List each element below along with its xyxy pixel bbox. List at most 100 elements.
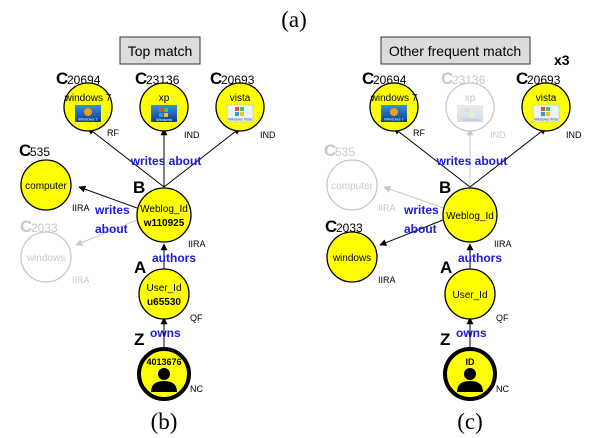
node-letter: B — [133, 178, 145, 197]
node-c23136: C 23136 xp Windows IND — [135, 69, 200, 140]
node-id: 535 — [335, 145, 355, 159]
node-tag: RF — [107, 128, 119, 138]
node-tag: IIRA — [378, 275, 396, 285]
node-b-weblog: B Weblog_Id IIRA — [439, 178, 512, 249]
edge-label-writes: writes — [94, 203, 130, 217]
panel-top-match: Top match C 20694 windows 7 Windows 7 RF… — [19, 36, 276, 434]
node-tag: IND — [260, 130, 276, 140]
node-label: xp — [159, 93, 170, 104]
node-tag: RF — [413, 128, 425, 138]
node-tag: IIRA — [188, 239, 206, 249]
edge-label-owns: owns — [456, 326, 487, 340]
node-label: vista — [536, 93, 557, 104]
edge-label-writes: writes — [403, 203, 439, 217]
edges — [75, 127, 241, 350]
thumb-caption: Windows — [156, 117, 172, 122]
node-tag: IND — [566, 130, 582, 140]
node-tag: QF — [496, 313, 509, 323]
node-z-person: Z ID NC — [440, 330, 509, 401]
node-letter: C — [56, 69, 68, 88]
panel-title: Other frequent match — [389, 43, 521, 59]
node-tag: IIRA — [72, 203, 90, 213]
edge-label-writes-about: writes about — [436, 154, 508, 168]
node-c20694: C 20694 windows 7 Windows 7 RF — [362, 69, 425, 138]
node-c23136-faded: C 23136 xp Windows IND — [441, 69, 506, 140]
node-c2033: C 2033 windows IIRA — [325, 217, 396, 285]
node-c2033-faded: C 2033 windows IIRA — [20, 217, 90, 285]
node-letter: C — [135, 69, 147, 88]
node-tag: IIRA — [494, 239, 512, 249]
node-letter: B — [439, 178, 451, 197]
edges — [379, 127, 547, 350]
node-c20693: C 20693 vista Windows Vista IND — [516, 69, 582, 140]
node-letter: A — [440, 258, 452, 277]
thumb-caption: Windows 7 — [384, 117, 404, 122]
node-label: xp — [465, 93, 476, 104]
thumb-caption: Windows — [462, 117, 478, 122]
node-line2: w110925 — [143, 218, 185, 229]
thumb-caption: Windows Vista — [228, 118, 252, 122]
edge-label-writes-about: writes about — [130, 154, 202, 168]
caption-b: (b) — [151, 409, 178, 434]
node-tag: IND — [184, 130, 200, 140]
node-b-weblog: B Weblog_Id w110925 IIRA — [133, 178, 206, 249]
node-tag: IND — [490, 130, 506, 140]
edge-label-owns: owns — [150, 326, 181, 340]
node-letter: C — [362, 69, 374, 88]
node-letter: C — [324, 141, 336, 160]
node-letter: C — [20, 217, 32, 236]
node-letter: Z — [440, 330, 450, 349]
node-tag: IIRA — [72, 275, 90, 285]
node-label: 4013676 — [146, 357, 181, 367]
node-label: vista — [230, 93, 251, 104]
node-label: windows 7 — [370, 93, 418, 104]
thumb-caption: Windows 7 — [78, 117, 98, 122]
match-multiplier: x3 — [554, 52, 570, 68]
panel-title-box — [119, 36, 201, 65]
node-id: 2033 — [31, 221, 58, 235]
node-letter: C — [516, 69, 528, 88]
caption-a: (a) — [281, 7, 307, 32]
node-line1: User_Id — [146, 283, 181, 294]
node-id: 535 — [30, 145, 50, 159]
thumb-caption: Windows Vista — [534, 118, 558, 122]
edge-label-about: about — [95, 222, 128, 236]
node-letter: A — [134, 258, 146, 277]
caption-c: (c) — [457, 409, 483, 434]
node-a-user: A User_Id QF — [440, 258, 509, 323]
edge-label-authors: authors — [458, 251, 502, 265]
node-id: 2033 — [336, 221, 363, 235]
person-icon — [151, 368, 177, 392]
node-label: computer — [25, 181, 67, 192]
node-letter: C — [441, 69, 453, 88]
node-label: windows — [332, 253, 371, 264]
node-line2: u65530 — [147, 297, 181, 308]
node-c20693: C 20693 vista Windows Vista IND — [210, 69, 276, 140]
node-line1: User_Id — [452, 290, 487, 301]
node-label: computer — [331, 181, 373, 192]
node-c20694: C 20694 windows 7 Windows 7 RF — [56, 69, 119, 138]
panel-other-match: Other frequent match x3 C 20694 windows … — [324, 36, 582, 434]
node-letter: C — [210, 69, 222, 88]
node-letter: C — [19, 141, 31, 160]
node-label: windows 7 — [64, 93, 112, 104]
edge-label-about: about — [404, 222, 437, 236]
node-tag: IIRA — [378, 203, 396, 213]
node-label: windows — [26, 253, 65, 264]
person-icon — [457, 368, 483, 392]
edge-label-authors: authors — [152, 251, 196, 265]
node-z-person: Z 4013676 NC — [134, 330, 203, 401]
node-label: ID — [466, 357, 476, 367]
node-line1: Weblog_Id — [446, 211, 494, 222]
node-tag: NC — [496, 384, 509, 394]
node-letter: Z — [134, 330, 144, 349]
node-a-user: A User_Id u65530 QF — [134, 258, 203, 323]
node-tag: QF — [190, 313, 203, 323]
node-tag: NC — [190, 384, 203, 394]
panel-title: Top match — [128, 43, 193, 59]
node-c535-faded: C 535 computer IIRA — [324, 141, 396, 213]
node-c535: C 535 computer IIRA — [19, 141, 90, 213]
panel-title-box — [380, 36, 531, 65]
node-line1: Weblog_Id — [140, 204, 188, 215]
